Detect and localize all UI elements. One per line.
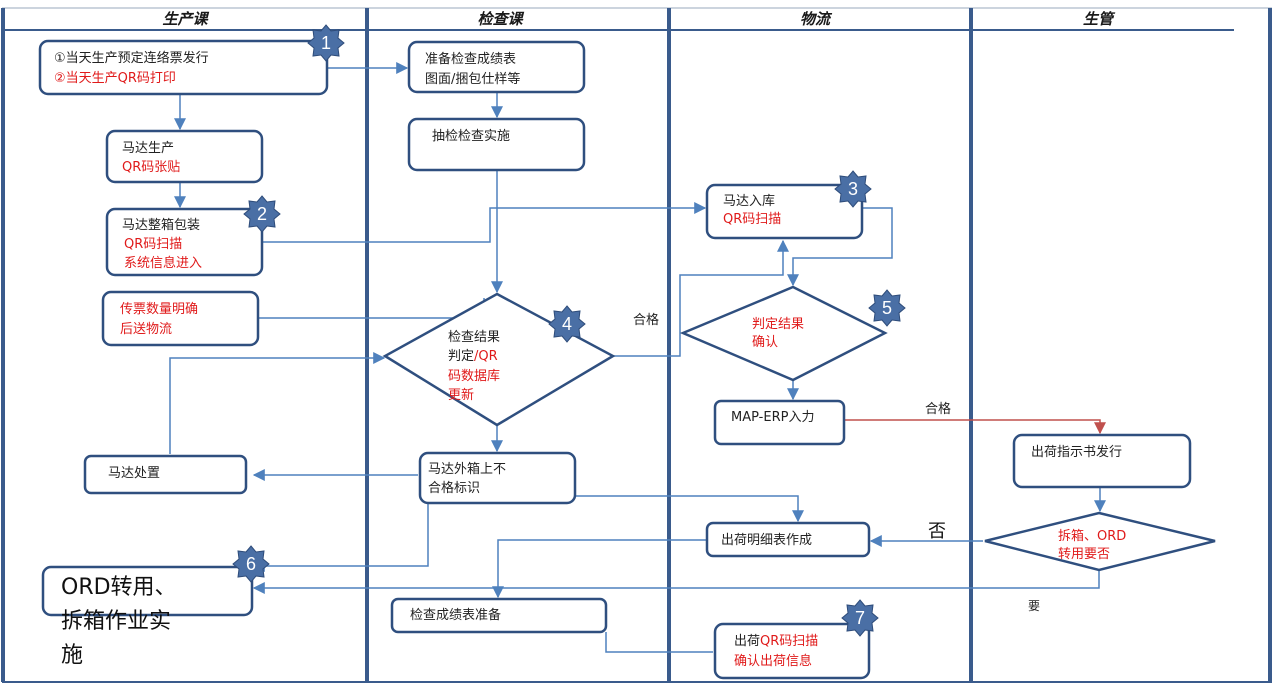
node-judge-confirm: 判定结果 确认 bbox=[679, 285, 888, 382]
node-ng-label: 马达外箱上不 合格标识 bbox=[418, 451, 577, 505]
node-warehouse-line2: QR码扫描 bbox=[723, 212, 781, 227]
step-badge-7: 7 bbox=[841, 599, 879, 637]
node-ship-scan: 出荷QR码扫描 确认出荷信息 bbox=[713, 622, 871, 680]
node-inspect-result-line2: 判定/QR bbox=[448, 349, 498, 364]
step-badge-3: 3 bbox=[834, 170, 872, 208]
node-issue: ①当天生产预定连络票发行 ②当天生产QR码打印 bbox=[38, 39, 329, 96]
step-badge-1-label: 1 bbox=[321, 33, 331, 53]
node-motor-prod-line1: 马达生产 bbox=[122, 141, 174, 156]
node-slip-line1: 传票数量明确 bbox=[120, 302, 198, 317]
node-box-pack-line2: QR码扫描 bbox=[124, 237, 182, 252]
node-motor-dispose: 马达处置 bbox=[83, 454, 248, 495]
node-issue-line1: ①当天生产预定连络票发行 bbox=[54, 50, 209, 66]
step-badge-7-label: 7 bbox=[855, 608, 865, 628]
node-ord-work: ORD转用、 拆箱作业实 施 bbox=[41, 565, 254, 668]
node-warehouse: 马达入库 QR码扫描 bbox=[705, 183, 864, 240]
node-inspect-result-line1: 检查结果 bbox=[448, 330, 500, 345]
swimlane-frame bbox=[1, 7, 1272, 683]
node-judge-confirm-line2: 确认 bbox=[752, 335, 778, 350]
node-ship-scan-line2: 确认出荷信息 bbox=[734, 653, 812, 669]
edge-label-yes: 要 bbox=[1028, 599, 1040, 613]
node-report-ready: 检查成绩表准备 bbox=[390, 597, 608, 634]
node-ship-detail-line1: 出荷明细表作成 bbox=[721, 533, 812, 548]
node-unbox-query-line2: 转用要否 bbox=[1058, 547, 1110, 562]
node-issue-line2: ②当天生产QR码打印 bbox=[54, 71, 176, 86]
node-judge-confirm-line1: 判定结果 bbox=[752, 317, 804, 332]
step-badge-4: 4 bbox=[548, 305, 586, 343]
step-badge-4-label: 4 bbox=[562, 314, 572, 334]
step-badge-2-label: 2 bbox=[257, 204, 267, 224]
node-ship-detail: 出荷明细表作成 bbox=[705, 521, 871, 558]
node-prep-report-line2: 图面/捆包仕样等 bbox=[425, 71, 520, 87]
node-ord-work-line3: 施 bbox=[61, 643, 83, 668]
edge-label-pass-2: 合格 bbox=[925, 401, 951, 417]
node-prep-report-line1: 准备检查成绩表 bbox=[425, 51, 516, 67]
step-badge-5-label: 5 bbox=[882, 298, 892, 318]
node-map-erp-line1: MAP-ERP入力 bbox=[731, 410, 814, 425]
node-ship-instruct: 出荷指示书发行 bbox=[1012, 433, 1192, 489]
step-badge-1: 1 bbox=[307, 24, 345, 62]
node-inspect-result-line4: 更新 bbox=[448, 387, 474, 403]
node-ord-work-line1: ORD转用、 bbox=[61, 575, 177, 600]
node-prep-report: 准备检查成绩表 图面/捆包仕样等 bbox=[407, 40, 586, 94]
step-badge-5: 5 bbox=[868, 289, 906, 327]
node-motor-prod: 马达生产 QR码张贴 bbox=[105, 129, 264, 184]
node-motor-dispose-line1: 马达处置 bbox=[108, 466, 160, 481]
node-ord-work-line2: 拆箱作业实 bbox=[61, 609, 171, 634]
node-box-pack-line3: 系统信息进入 bbox=[124, 255, 202, 271]
node-slip-line2: 后送物流 bbox=[120, 322, 172, 337]
step-badge-3-label: 3 bbox=[848, 179, 858, 199]
node-ng-label-line2: 合格标识 bbox=[428, 480, 480, 496]
node-ship-scan-line1: 出荷QR码扫描 bbox=[734, 634, 818, 649]
lane-header-inspection: 检查课 bbox=[477, 10, 524, 28]
node-sample-inspect: 抽检检查实施 bbox=[407, 117, 586, 172]
node-box-pack-line1: 马达整箱包装 bbox=[122, 217, 200, 233]
lane-header-production-control: 生管 bbox=[1083, 10, 1116, 28]
node-sample-inspect-line1: 抽检检查实施 bbox=[432, 129, 510, 144]
node-ship-instruct-line1: 出荷指示书发行 bbox=[1031, 444, 1122, 460]
lane-header-logistics: 物流 bbox=[800, 10, 833, 28]
node-inspect-result-line3: 码数据库 bbox=[448, 368, 500, 384]
node-unbox-query: 拆箱、ORD 转用要否 bbox=[984, 511, 1216, 572]
node-motor-prod-line2: QR码张贴 bbox=[122, 160, 180, 175]
edge-label-no: 否 bbox=[928, 521, 946, 542]
node-box-pack: 马达整箱包装 QR码扫描 系统信息进入 bbox=[105, 207, 264, 277]
flow-connectors bbox=[169, 62, 1106, 653]
node-ng-label-line1: 马达外箱上不 bbox=[428, 461, 506, 477]
step-badge-6: 6 bbox=[232, 545, 270, 583]
node-map-erp: MAP-ERP入力 bbox=[713, 399, 846, 446]
node-unbox-query-line1: 拆箱、ORD bbox=[1058, 528, 1126, 544]
edge-label-pass-1: 合格 bbox=[633, 312, 659, 328]
lane-header-production: 生产课 bbox=[162, 10, 209, 28]
node-report-ready-line1: 检查成绩表准备 bbox=[410, 607, 501, 623]
node-warehouse-line1: 马达入库 bbox=[723, 193, 775, 209]
node-slip: 传票数量明确 后送物流 bbox=[101, 290, 260, 347]
step-badge-2: 2 bbox=[243, 195, 281, 233]
step-badge-6-label: 6 bbox=[246, 554, 256, 574]
